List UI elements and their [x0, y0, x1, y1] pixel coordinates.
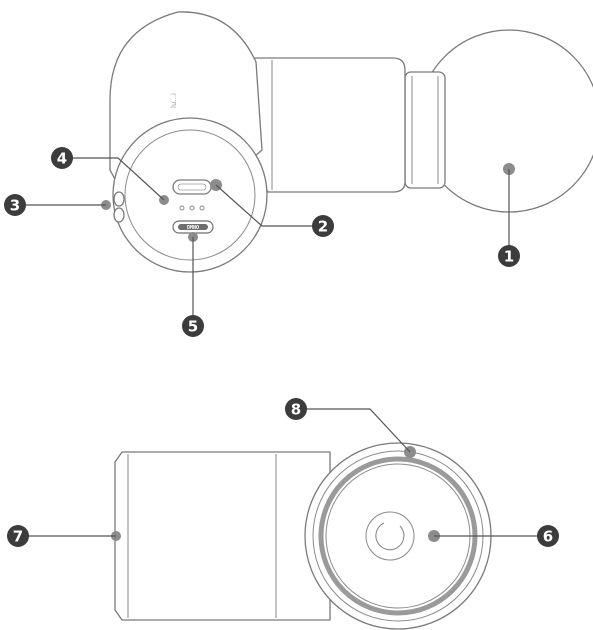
callout-5: 5	[182, 315, 204, 337]
callout-2: 2	[312, 215, 334, 237]
svg-text:8: 8	[291, 401, 301, 419]
callout-1: 1	[498, 245, 520, 267]
callout-4: 4	[51, 147, 73, 169]
power-button-label: DMNO	[187, 225, 199, 231]
indicator-light	[189, 205, 195, 211]
svg-text:7: 7	[13, 528, 23, 546]
bottom-view	[114, 442, 492, 630]
side-button	[113, 191, 125, 207]
svg-text:2: 2	[318, 218, 328, 236]
side-body	[114, 451, 331, 621]
svg-text:6: 6	[543, 528, 553, 546]
svg-text:1: 1	[504, 248, 514, 266]
top-view: lu...i DMNO	[109, 11, 593, 273]
end-cap	[112, 117, 268, 273]
indicator-light	[179, 205, 185, 211]
svg-text:4: 4	[57, 150, 67, 168]
brand-mark: lu...i	[170, 93, 178, 108]
head-neck	[404, 71, 446, 189]
center-logo-icon	[375, 522, 405, 551]
usb-c-port	[172, 179, 212, 195]
svg-text:3: 3	[10, 197, 20, 215]
callout-7: 7	[7, 525, 29, 547]
side-button	[113, 207, 125, 223]
indicator-light	[199, 205, 205, 211]
svg-text:5: 5	[188, 318, 198, 336]
callout-6: 6	[537, 525, 559, 547]
callout-8: 8	[285, 398, 307, 420]
callouts: 1 2 3 4 5	[4, 147, 559, 547]
end-cap-inner	[124, 129, 256, 261]
center-logo-ring	[365, 511, 415, 561]
callout-3: 3	[4, 194, 26, 216]
